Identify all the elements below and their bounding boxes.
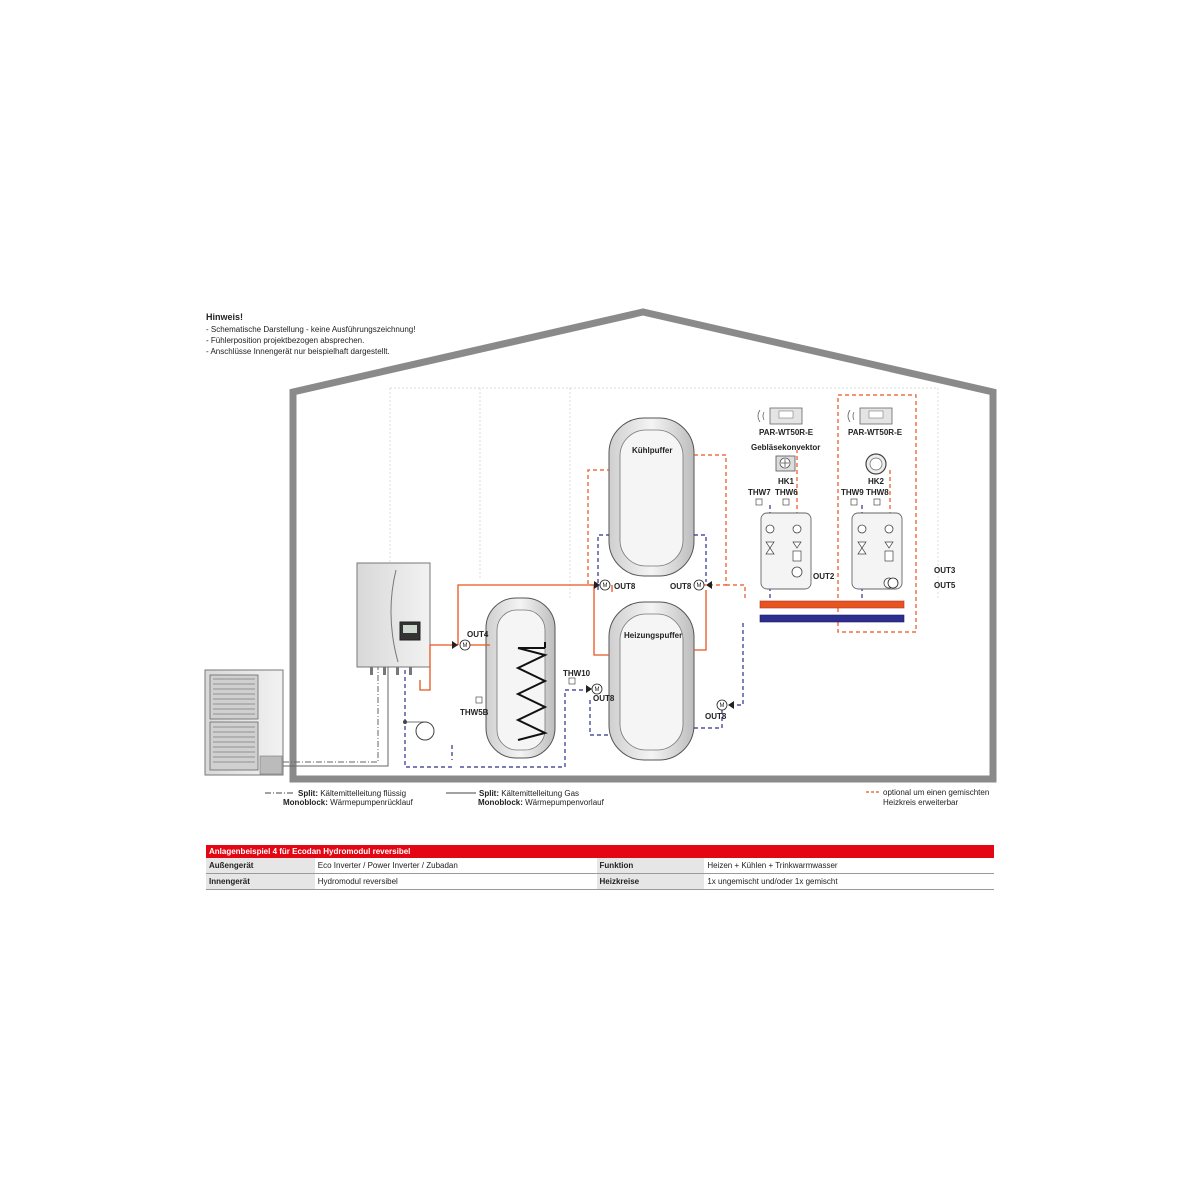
- note-line: - Anschlüsse Innengerät nur beispielhaft…: [206, 347, 390, 356]
- table-key: Außengerät: [206, 858, 315, 873]
- par-label-2: PAR-WT50R-E: [848, 428, 903, 437]
- heating-circuit-module-1: [760, 512, 812, 590]
- flow-lines: [419, 584, 707, 691]
- note-block: Hinweis! - Schematische Darstellung - ke…: [206, 312, 415, 357]
- outdoor-unit: [204, 669, 284, 776]
- par-thermostat-icon-1: [757, 407, 803, 425]
- kuehlpuffer-label: Kühlpuffer: [632, 446, 672, 455]
- out3-label: OUT3: [934, 566, 956, 575]
- table-value: Heizen + Kühlen + Trinkwarmwasser: [707, 861, 838, 870]
- heizungspuffer-tank: [608, 601, 695, 761]
- fan-coil-label: Gebläsekonvektor: [751, 443, 820, 452]
- flow-manifold: [759, 600, 905, 609]
- out8-label: OUT8: [614, 582, 636, 591]
- legend: Split: Kältemittelleitung flüssig Monobl…: [265, 788, 989, 807]
- wp-lines: [283, 667, 389, 767]
- table-key: Funktion: [596, 858, 705, 873]
- legend-split-gas: Split: Kältemittelleitung Gas: [479, 789, 579, 798]
- return-manifold: [759, 614, 905, 623]
- out4-label: OUT4: [467, 630, 489, 639]
- hydromodul-indoor-unit: [356, 562, 431, 675]
- three-way-valve-icon: [452, 581, 734, 709]
- legend-mono-flow: Monoblock: Wärmepumpenvorlauf: [478, 798, 605, 807]
- legend-split-liquid: Split: Kältemittelleitung flüssig: [298, 789, 406, 798]
- svg-text:M: M: [697, 583, 702, 589]
- legend-optional-1: optional um einen gemischten: [883, 788, 989, 797]
- par-label-1: PAR-WT50R-E: [759, 428, 814, 437]
- radiator-icon: [865, 453, 887, 475]
- motor-valve-icon: [459, 577, 899, 711]
- out8-label: OUT8: [593, 694, 615, 703]
- hk2-label: HK2: [868, 477, 885, 486]
- heizungspuffer-label: Heizungspuffer: [624, 631, 682, 640]
- thw8-label: THW8: [866, 488, 889, 497]
- thw9-label: THW9: [841, 488, 864, 497]
- table-value: Hydromodul reversibel: [317, 877, 398, 886]
- thw5b-label: THW5B: [460, 708, 489, 717]
- sensor-icon: [475, 498, 881, 704]
- svg-text:M: M: [463, 643, 468, 649]
- fan-coil-icon: [775, 455, 796, 472]
- table-value: 1x ungemischt und/oder 1x gemischt: [707, 877, 838, 886]
- table-row: Innengerät Hydromodul reversibel Heizkre…: [206, 874, 994, 890]
- out2-label: OUT2: [813, 572, 835, 581]
- kuehlpuffer-tank: [608, 417, 695, 577]
- out8-label: OUT8: [670, 582, 692, 591]
- thw10-label: THW10: [563, 669, 591, 678]
- note-line: - Fühlerposition projektbezogen absprech…: [206, 336, 365, 345]
- out5-label: OUT5: [934, 581, 956, 590]
- hk1-label: HK1: [778, 477, 795, 486]
- out8-label: OUT8: [705, 712, 727, 721]
- return-lines: [404, 505, 863, 768]
- info-table: Anlagenbeispiel 4 für Ecodan Hydromodul …: [206, 845, 994, 890]
- svg-text:M: M: [603, 583, 608, 589]
- valve-letter: M M M M M: [463, 583, 725, 709]
- note-line: - Schematische Darstellung - keine Ausfü…: [206, 325, 416, 334]
- svg-text:M: M: [720, 703, 725, 709]
- expansion-vessel: [403, 720, 435, 741]
- svg-text:M: M: [595, 687, 600, 693]
- heating-circuit-module-2: [851, 512, 903, 590]
- table-key: Heizkreise: [596, 874, 705, 889]
- table-row: Außengerät Eco Inverter / Power Inverter…: [206, 858, 994, 874]
- table-title: Anlagenbeispiel 4 für Ecodan Hydromodul …: [206, 845, 994, 858]
- legend-optional-2: Heizkreis erweiterbar: [883, 798, 958, 807]
- thw6-label: THW6: [775, 488, 798, 497]
- legend-mono-return: Monoblock: Wärmepumpenrücklauf: [283, 798, 414, 807]
- dhw-tank: [485, 597, 556, 759]
- note-title: Hinweis!: [206, 312, 244, 322]
- table-value: Eco Inverter / Power Inverter / Zubadan: [317, 861, 458, 870]
- table-key: Innengerät: [206, 874, 315, 889]
- guide-lines: [389, 387, 939, 600]
- thw7-label: THW7: [748, 488, 771, 497]
- house-outline: [289, 308, 997, 783]
- par-thermostat-icon-2: [847, 407, 893, 425]
